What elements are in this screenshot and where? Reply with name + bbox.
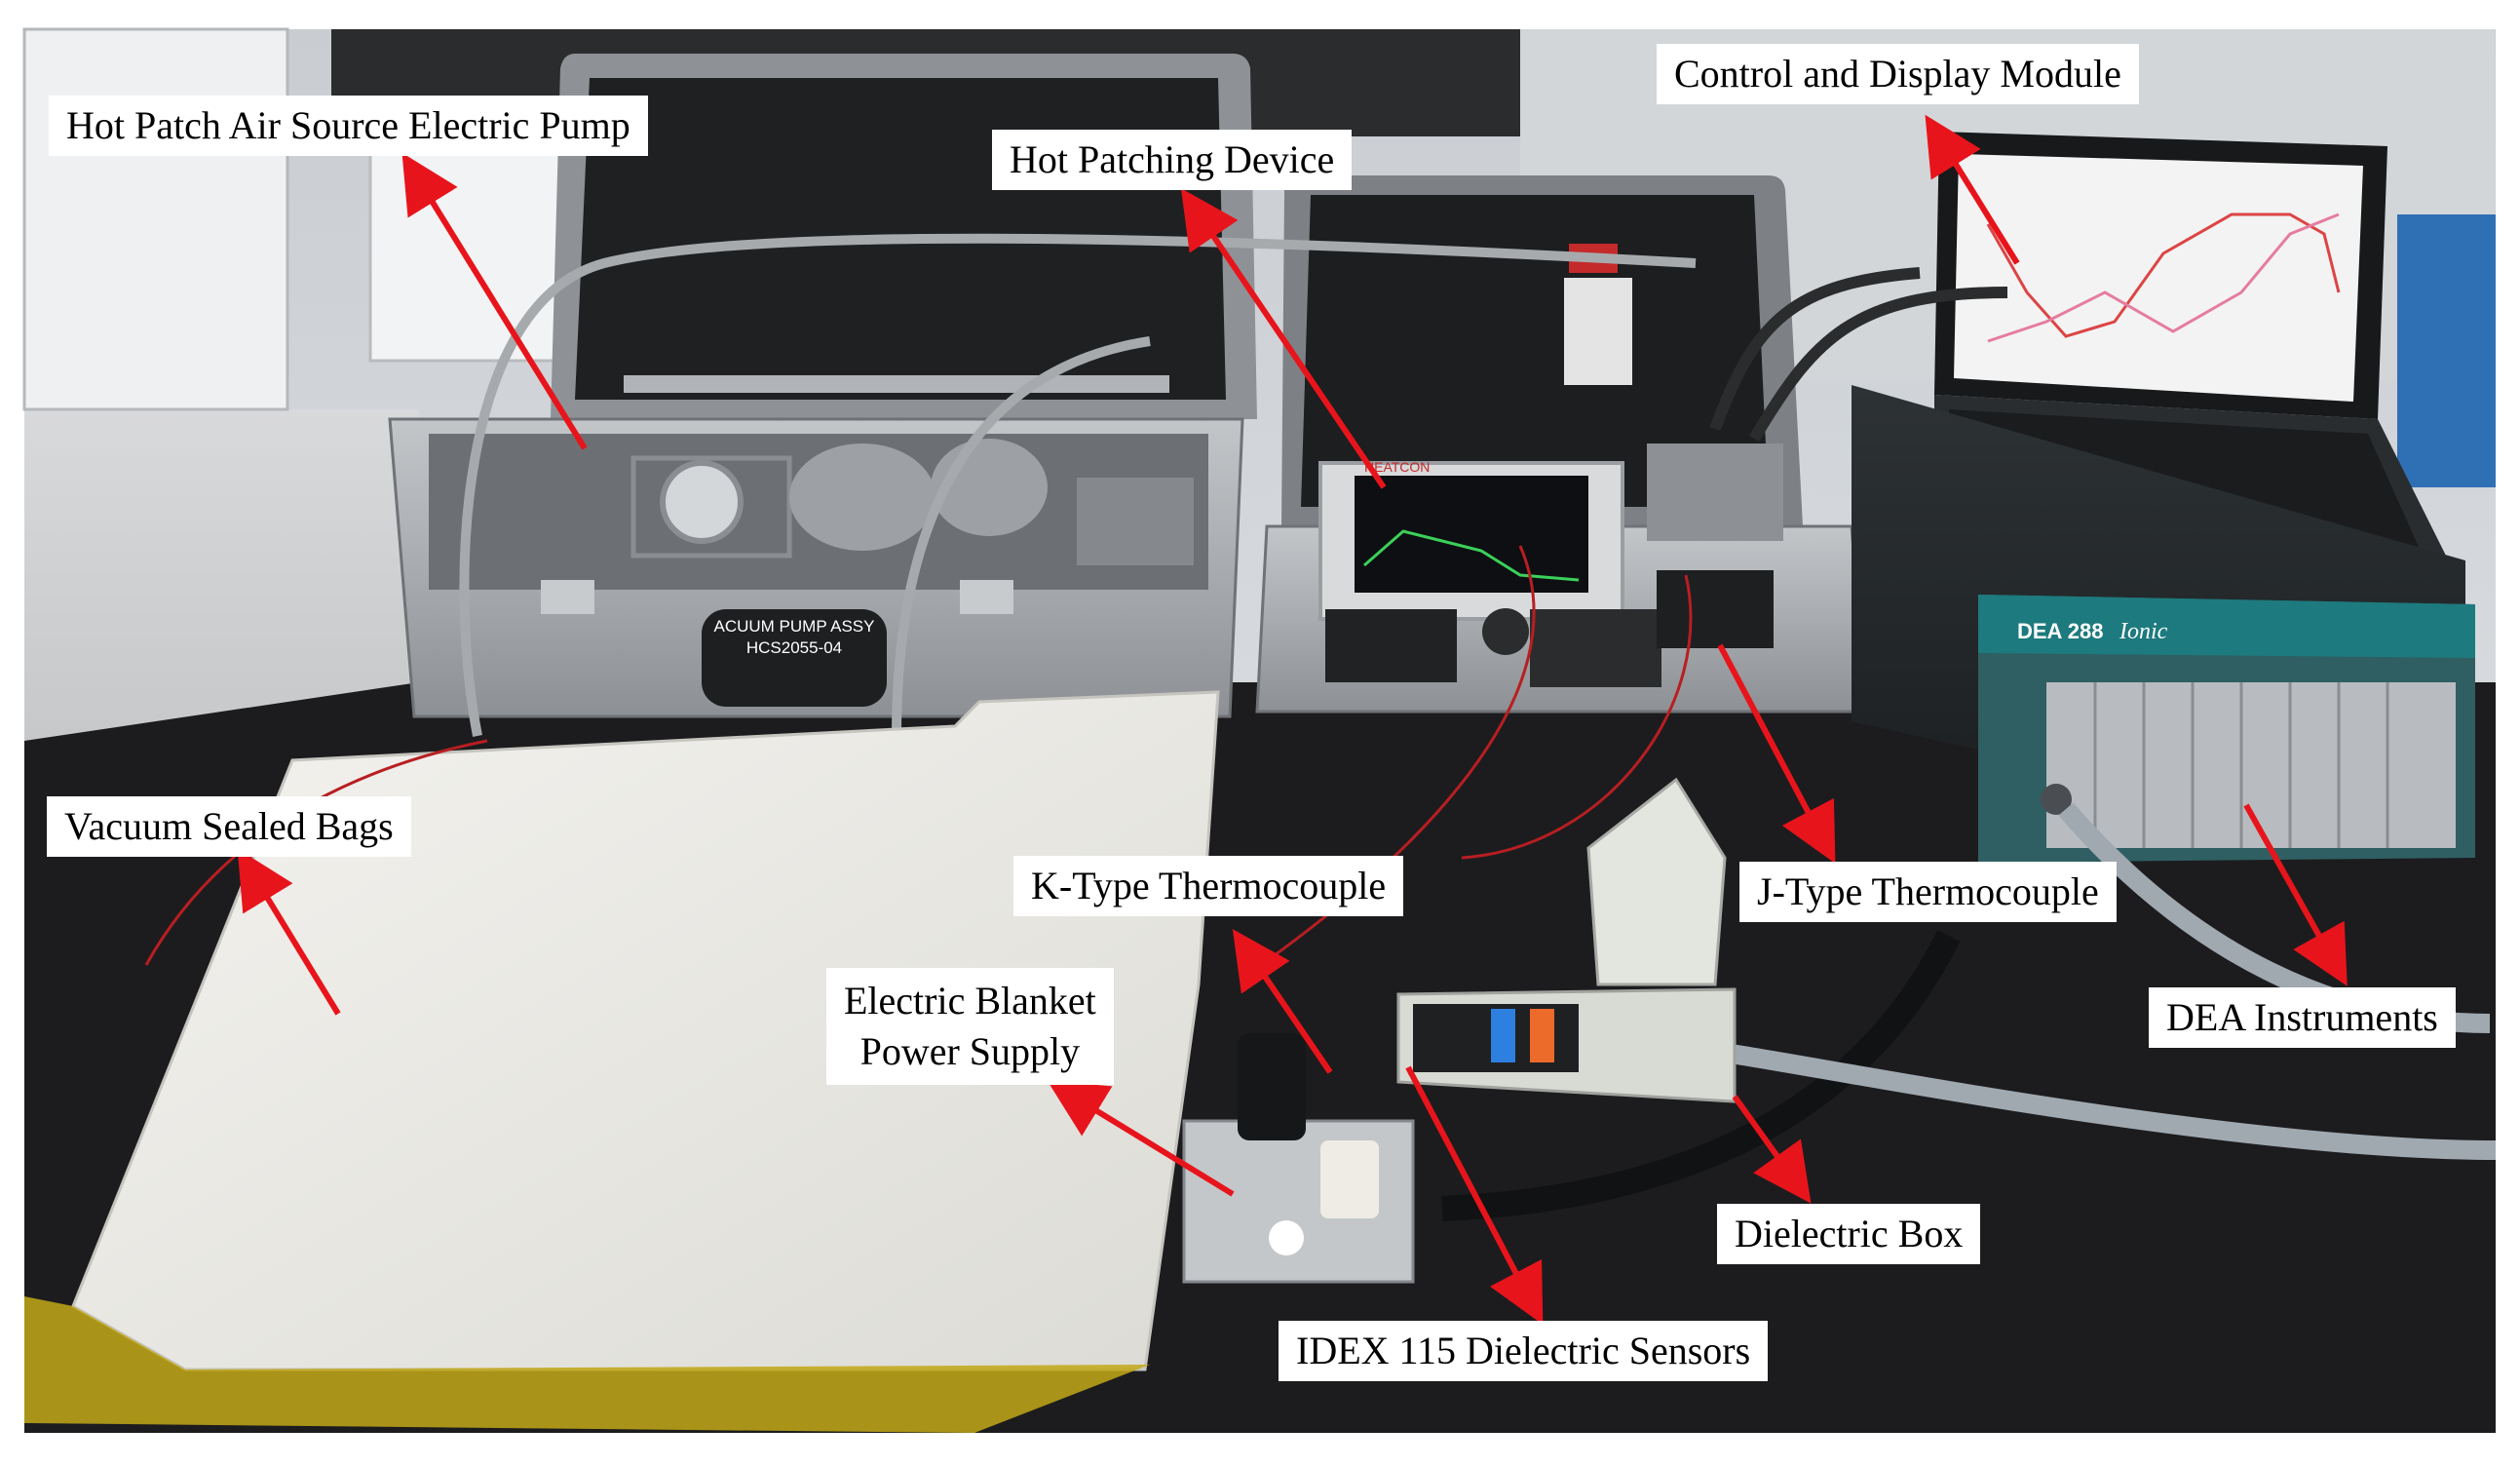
dea-model-text: DEA 288 <box>2017 619 2103 643</box>
pump-case-label-2: HCS2055-04 <box>746 638 842 657</box>
arrow-dea-instruments <box>2243 803 2348 986</box>
label-dielectric-box: Dielectric Box <box>1717 1204 1981 1264</box>
heatcon-brand-text: HEATCON <box>1364 459 1430 475</box>
label-k-type-thermocouple-text: K-Type Thermocouple <box>1031 864 1387 907</box>
arrow-k-thermocouple <box>1232 929 1333 1074</box>
label-electric-blanket-power-supply: Electric Blanket Power Supply <box>826 968 1114 1085</box>
label-j-type-thermocouple: J-Type Thermocouple <box>1739 862 2117 922</box>
label-electric-blanket-line2: Power Supply <box>859 1029 1081 1073</box>
power-supply-box <box>1182 1033 1415 1284</box>
label-hot-patch-pump-text: Hot Patch Air Source Electric Pump <box>66 103 630 147</box>
arrow-hot-patch-pump <box>401 152 588 450</box>
arrow-electric-blanket <box>1047 1080 1235 1197</box>
label-idex-sensors: IDEX 115 Dielectric Sensors <box>1279 1321 1769 1381</box>
label-hot-patching-device-text: Hot Patching Device <box>1010 137 1335 181</box>
label-dielectric-box-text: Dielectric Box <box>1735 1212 1964 1255</box>
annotation-arrows <box>237 114 2348 1325</box>
hot-patching-device: HEATCON <box>1255 175 1868 804</box>
dea-series-text: Ionic <box>2119 619 2168 644</box>
label-k-type-thermocouple: K-Type Thermocouple <box>1013 856 1404 916</box>
label-control-display-module: Control and Display Module <box>1657 44 2139 104</box>
pump-case-label-1: ACUUM PUMP ASSY <box>713 617 874 636</box>
arrow-idex-sensors <box>1405 1065 1544 1325</box>
label-hot-patching-device: Hot Patching Device <box>992 130 1353 190</box>
vacuum-bag-blanket <box>24 690 1220 1433</box>
label-electric-blanket-line1: Electric Blanket <box>844 979 1096 1022</box>
label-vacuum-sealed-bags-text: Vacuum Sealed Bags <box>64 804 394 848</box>
dea-instrument: DEA 288 Ionic <box>1852 385 2475 863</box>
label-hot-patch-pump: Hot Patch Air Source Electric Pump <box>49 96 648 156</box>
label-idex-sensors-text: IDEX 115 Dielectric Sensors <box>1296 1329 1751 1372</box>
label-dea-instruments-text: DEA Instruments <box>2166 995 2438 1039</box>
label-dea-instruments: DEA Instruments <box>2149 987 2456 1048</box>
arrow-hot-patching-device <box>1180 188 1387 489</box>
arrow-vacuum-bags <box>237 848 341 1016</box>
arrow-dielectric-box <box>1732 1095 1812 1204</box>
cables <box>459 233 2497 1221</box>
label-vacuum-sealed-bags: Vacuum Sealed Bags <box>47 796 411 857</box>
label-j-type-thermocouple-text: J-Type Thermocouple <box>1757 869 2099 913</box>
arrow-j-thermocouple <box>1717 643 1836 864</box>
dielectric-box-device <box>1396 777 1737 1103</box>
label-control-display-module-text: Control and Display Module <box>1674 52 2121 96</box>
arrow-control-display <box>1925 114 2020 265</box>
